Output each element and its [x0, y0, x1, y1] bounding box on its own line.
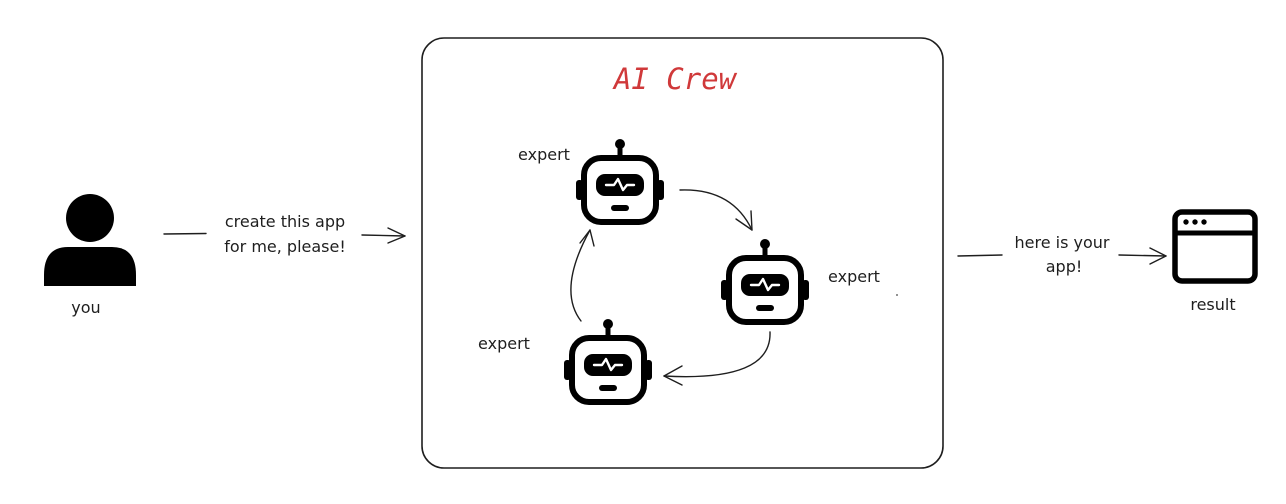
ai-crew-container: [421, 37, 944, 469]
request-label-line-2: for me, please!: [224, 237, 346, 256]
response-label-line-2: app!: [1046, 257, 1083, 276]
expert-label-2: expert: [828, 267, 880, 286]
response-label-line-1: here is your: [1015, 233, 1110, 252]
request-arrow: [163, 227, 406, 244]
response-arrow: [957, 247, 1167, 265]
person-icon: [44, 194, 136, 286]
robot-icon: [564, 319, 652, 402]
crew-title: AI Crew: [612, 62, 738, 96]
user-label: you: [71, 298, 100, 317]
expert-label-3: expert: [478, 334, 530, 353]
robot-icon: [721, 239, 809, 322]
browser-window-icon: [1172, 209, 1258, 284]
request-label-line-1: create this app: [225, 212, 345, 231]
result-label: result: [1190, 295, 1235, 314]
stray-dot: [896, 294, 898, 296]
crew-arrows: [570, 189, 771, 386]
robot-icon: [576, 139, 664, 222]
expert-label-1: expert: [518, 145, 570, 164]
